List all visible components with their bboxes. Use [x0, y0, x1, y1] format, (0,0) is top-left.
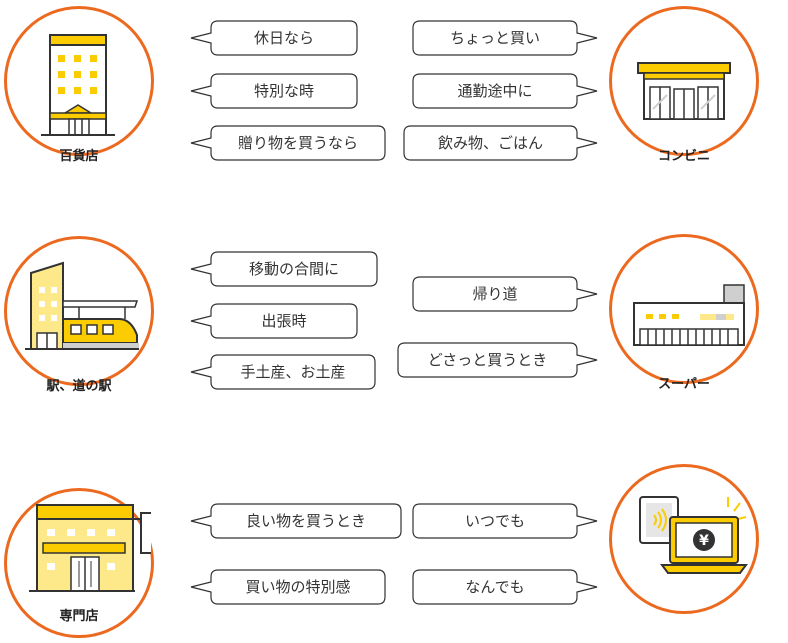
- convenience-store-icon: [637, 62, 731, 120]
- bubble-text: 特別な時: [253, 82, 314, 100]
- bubble-supermarket-1: 帰り道: [412, 276, 598, 312]
- bubble-text: 通勤途中に: [457, 82, 533, 100]
- bubble-text: 買い物の特別感: [245, 578, 351, 596]
- bubble-department-1: 休日なら: [190, 20, 358, 56]
- station-label: 駅、道の駅: [46, 379, 112, 394]
- bubble-convenience-2: 通勤途中に: [412, 73, 598, 109]
- station-circle: 駅、道の駅: [4, 236, 154, 394]
- department-store-label: 百貨店: [59, 149, 99, 164]
- bubble-convenience-3: 飲み物、ごはん: [403, 125, 598, 161]
- convenience-store-circle: コンビニ: [609, 6, 759, 164]
- bubble-convenience-1: ちょっと買い: [412, 20, 598, 56]
- bubble-department-3: 贈り物を買うなら: [190, 125, 386, 161]
- bubble-text: 贈り物を買うなら: [237, 134, 358, 152]
- online-shopping-laptop-icon: ¥: [639, 496, 748, 574]
- department-store-circle: 百貨店: [4, 6, 154, 164]
- bubble-department-2: 特別な時: [190, 73, 358, 109]
- bubble-text: どさっと買うとき: [427, 351, 548, 369]
- bubble-text: 手土産、お土産: [240, 363, 346, 381]
- bubble-text: いつでも: [464, 512, 525, 530]
- department-store-icon: [41, 34, 115, 136]
- bubble-specialty-1: 良い物を買うとき: [190, 503, 402, 539]
- bubble-text: 飲み物、ごはん: [437, 134, 543, 152]
- svg-text:¥: ¥: [699, 533, 709, 549]
- specialty-store-circle: 専門店: [4, 488, 154, 638]
- bubble-text: 出張時: [261, 312, 307, 330]
- supermarket-label: スーパー: [658, 377, 710, 392]
- bubble-station-1: 移動の合間に: [190, 251, 378, 287]
- bubble-text: 帰り道: [472, 285, 518, 303]
- convenience-store-label: コンビニ: [657, 149, 710, 164]
- bubble-text: 良い物を買うとき: [245, 512, 366, 530]
- supermarket-circle: スーパー: [609, 234, 759, 392]
- bubble-text: 休日なら: [253, 29, 314, 47]
- bubble-text: 移動の合間に: [248, 260, 339, 278]
- specialty-store-icon: [29, 504, 151, 592]
- bubble-online-2: なんでも: [412, 569, 598, 605]
- online-shopping-circle: ¥: [609, 464, 759, 614]
- supermarket-icon: [633, 284, 745, 346]
- station-icon: [25, 261, 139, 350]
- bubble-station-3: 手土産、お土産: [190, 354, 376, 390]
- bubble-specialty-2: 買い物の特別感: [190, 569, 386, 605]
- bubble-station-2: 出張時: [190, 303, 358, 339]
- bubble-supermarket-2: どさっと買うとき: [397, 342, 598, 378]
- bubble-text: なんでも: [465, 578, 525, 596]
- specialty-store-label: 専門店: [59, 609, 99, 624]
- bubble-text: ちょっと買い: [449, 29, 540, 47]
- bubble-online-1: いつでも: [412, 503, 598, 539]
